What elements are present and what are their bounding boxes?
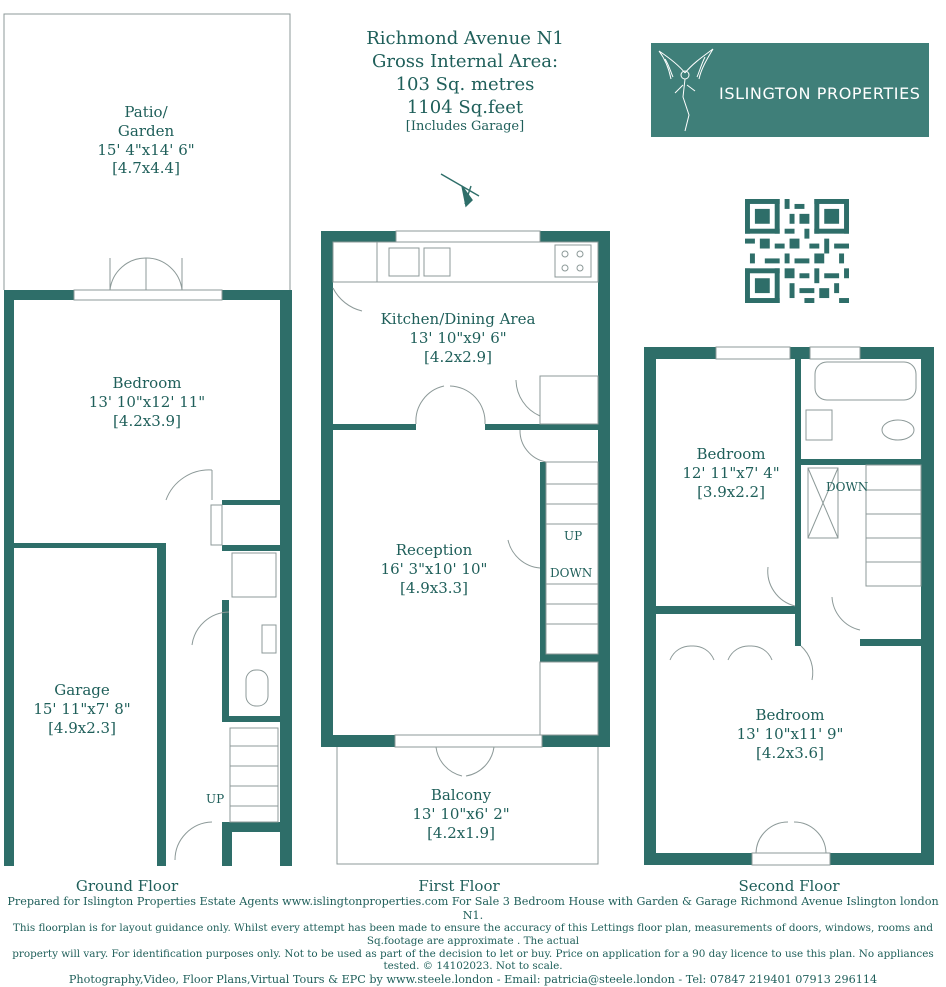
room-dimensions-imperial: 15' 4"x14' 6" <box>97 140 195 159</box>
room-dimensions-imperial: 16' 3"x10' 10" <box>380 559 488 578</box>
footer-prepared-for: Prepared for Islington Properties Estate… <box>7 895 939 922</box>
room-dimensions-metric: [4.2x3.6] <box>756 743 824 762</box>
area-sq-metres: 103 Sq. metres <box>395 74 535 96</box>
room-name-line2: Garden <box>117 121 175 140</box>
room-name: Balcony <box>430 786 492 804</box>
room-second-bedroom-large: Bedroom 13' 10"x11' 9" [4.2x3.6] <box>737 706 844 762</box>
agency-name: ISLINGTON PROPERTIES <box>719 84 921 103</box>
disclaimer-footer: Prepared for Islington Properties Estate… <box>0 895 946 987</box>
property-address: Richmond Avenue N1 <box>366 28 564 49</box>
stairs-down-label: DOWN <box>550 566 593 580</box>
room-balcony: Balcony 13' 10"x6' 2" [4.2x1.9] <box>412 786 509 842</box>
property-header: Richmond Avenue N1 Gross Internal Area: … <box>366 27 564 136</box>
room-patio-garden: Patio/ Garden 15' 4"x14' 6" [4.7x4.4] <box>97 103 194 178</box>
room-dimensions-imperial: 12' 11"x7' 4" <box>682 463 780 482</box>
stairs-up-label: UP <box>564 529 583 543</box>
room-name: Kitchen/Dining Area <box>380 310 536 328</box>
room-dimensions-metric: [4.9x3.3] <box>400 578 468 597</box>
room-dimensions-imperial: 13' 10"x12' 11" <box>88 392 206 411</box>
room-dimensions-metric: [4.2x2.9] <box>424 347 492 366</box>
room-kitchen-dining: Kitchen/Dining Area 13' 10"x9' 6" [4.2x2… <box>381 310 536 366</box>
room-dimensions-imperial: 13' 10"x6' 2" <box>412 804 510 823</box>
floor-plan-drawing <box>3 13 934 866</box>
room-name: Bedroom <box>112 374 182 392</box>
room-dimensions-metric: [4.2x3.9] <box>113 411 181 430</box>
room-name: Patio/ <box>124 103 168 121</box>
floor-title-second: Second Floor <box>738 877 840 895</box>
stairs-down-label: DOWN <box>826 480 869 494</box>
gia-label: Gross Internal Area: <box>371 51 559 73</box>
footer-disclaimer-2: property will vary. For identification p… <box>12 947 934 973</box>
room-dimensions-imperial: 13' 10"x9' 6" <box>409 328 507 347</box>
floor-title-first: First Floor <box>418 877 500 895</box>
area-sq-feet: 1104 Sq.feet <box>406 97 524 119</box>
area-note: [Includes Garage] <box>405 119 525 135</box>
room-name: Bedroom <box>755 706 825 724</box>
room-dimensions-metric: [4.7x4.4] <box>112 159 180 178</box>
room-name: Bedroom <box>696 445 766 463</box>
footer-disclaimer-1: This floorplan is for layout guidance on… <box>12 922 934 947</box>
angel-emblem-icon <box>658 48 714 132</box>
room-name: Garage <box>54 681 110 699</box>
room-reception: Reception 16' 3"x10' 10" [4.9x3.3] <box>381 541 488 597</box>
room-dimensions-metric: [4.2x1.9] <box>427 823 495 842</box>
room-ground-bedroom: Bedroom 13' 10"x12' 11" [4.2x3.9] <box>89 374 205 430</box>
room-dimensions-imperial: 15' 11"x7' 8" <box>33 699 131 718</box>
compass-arrow-icon <box>440 173 480 208</box>
room-name: Reception <box>395 541 473 559</box>
room-second-bedroom-small: Bedroom 12' 11"x7' 4" [3.9x2.2] <box>682 445 779 501</box>
footer-credits: Photography,Video, Floor Plans,Virtual T… <box>68 973 878 987</box>
room-garage: Garage 15' 11"x7' 8" [4.9x2.3] <box>33 681 130 737</box>
room-dimensions-metric: [3.9x2.2] <box>697 482 765 501</box>
agency-logo: ISLINGTON PROPERTIES <box>651 43 929 137</box>
qr-code-icon <box>745 199 849 303</box>
stairs-up-label: UP <box>206 792 225 806</box>
room-dimensions-imperial: 13' 10"x11' 9" <box>736 724 844 743</box>
floor-title-ground: Ground Floor <box>75 877 179 895</box>
room-dimensions-metric: [4.9x2.3] <box>48 718 116 737</box>
